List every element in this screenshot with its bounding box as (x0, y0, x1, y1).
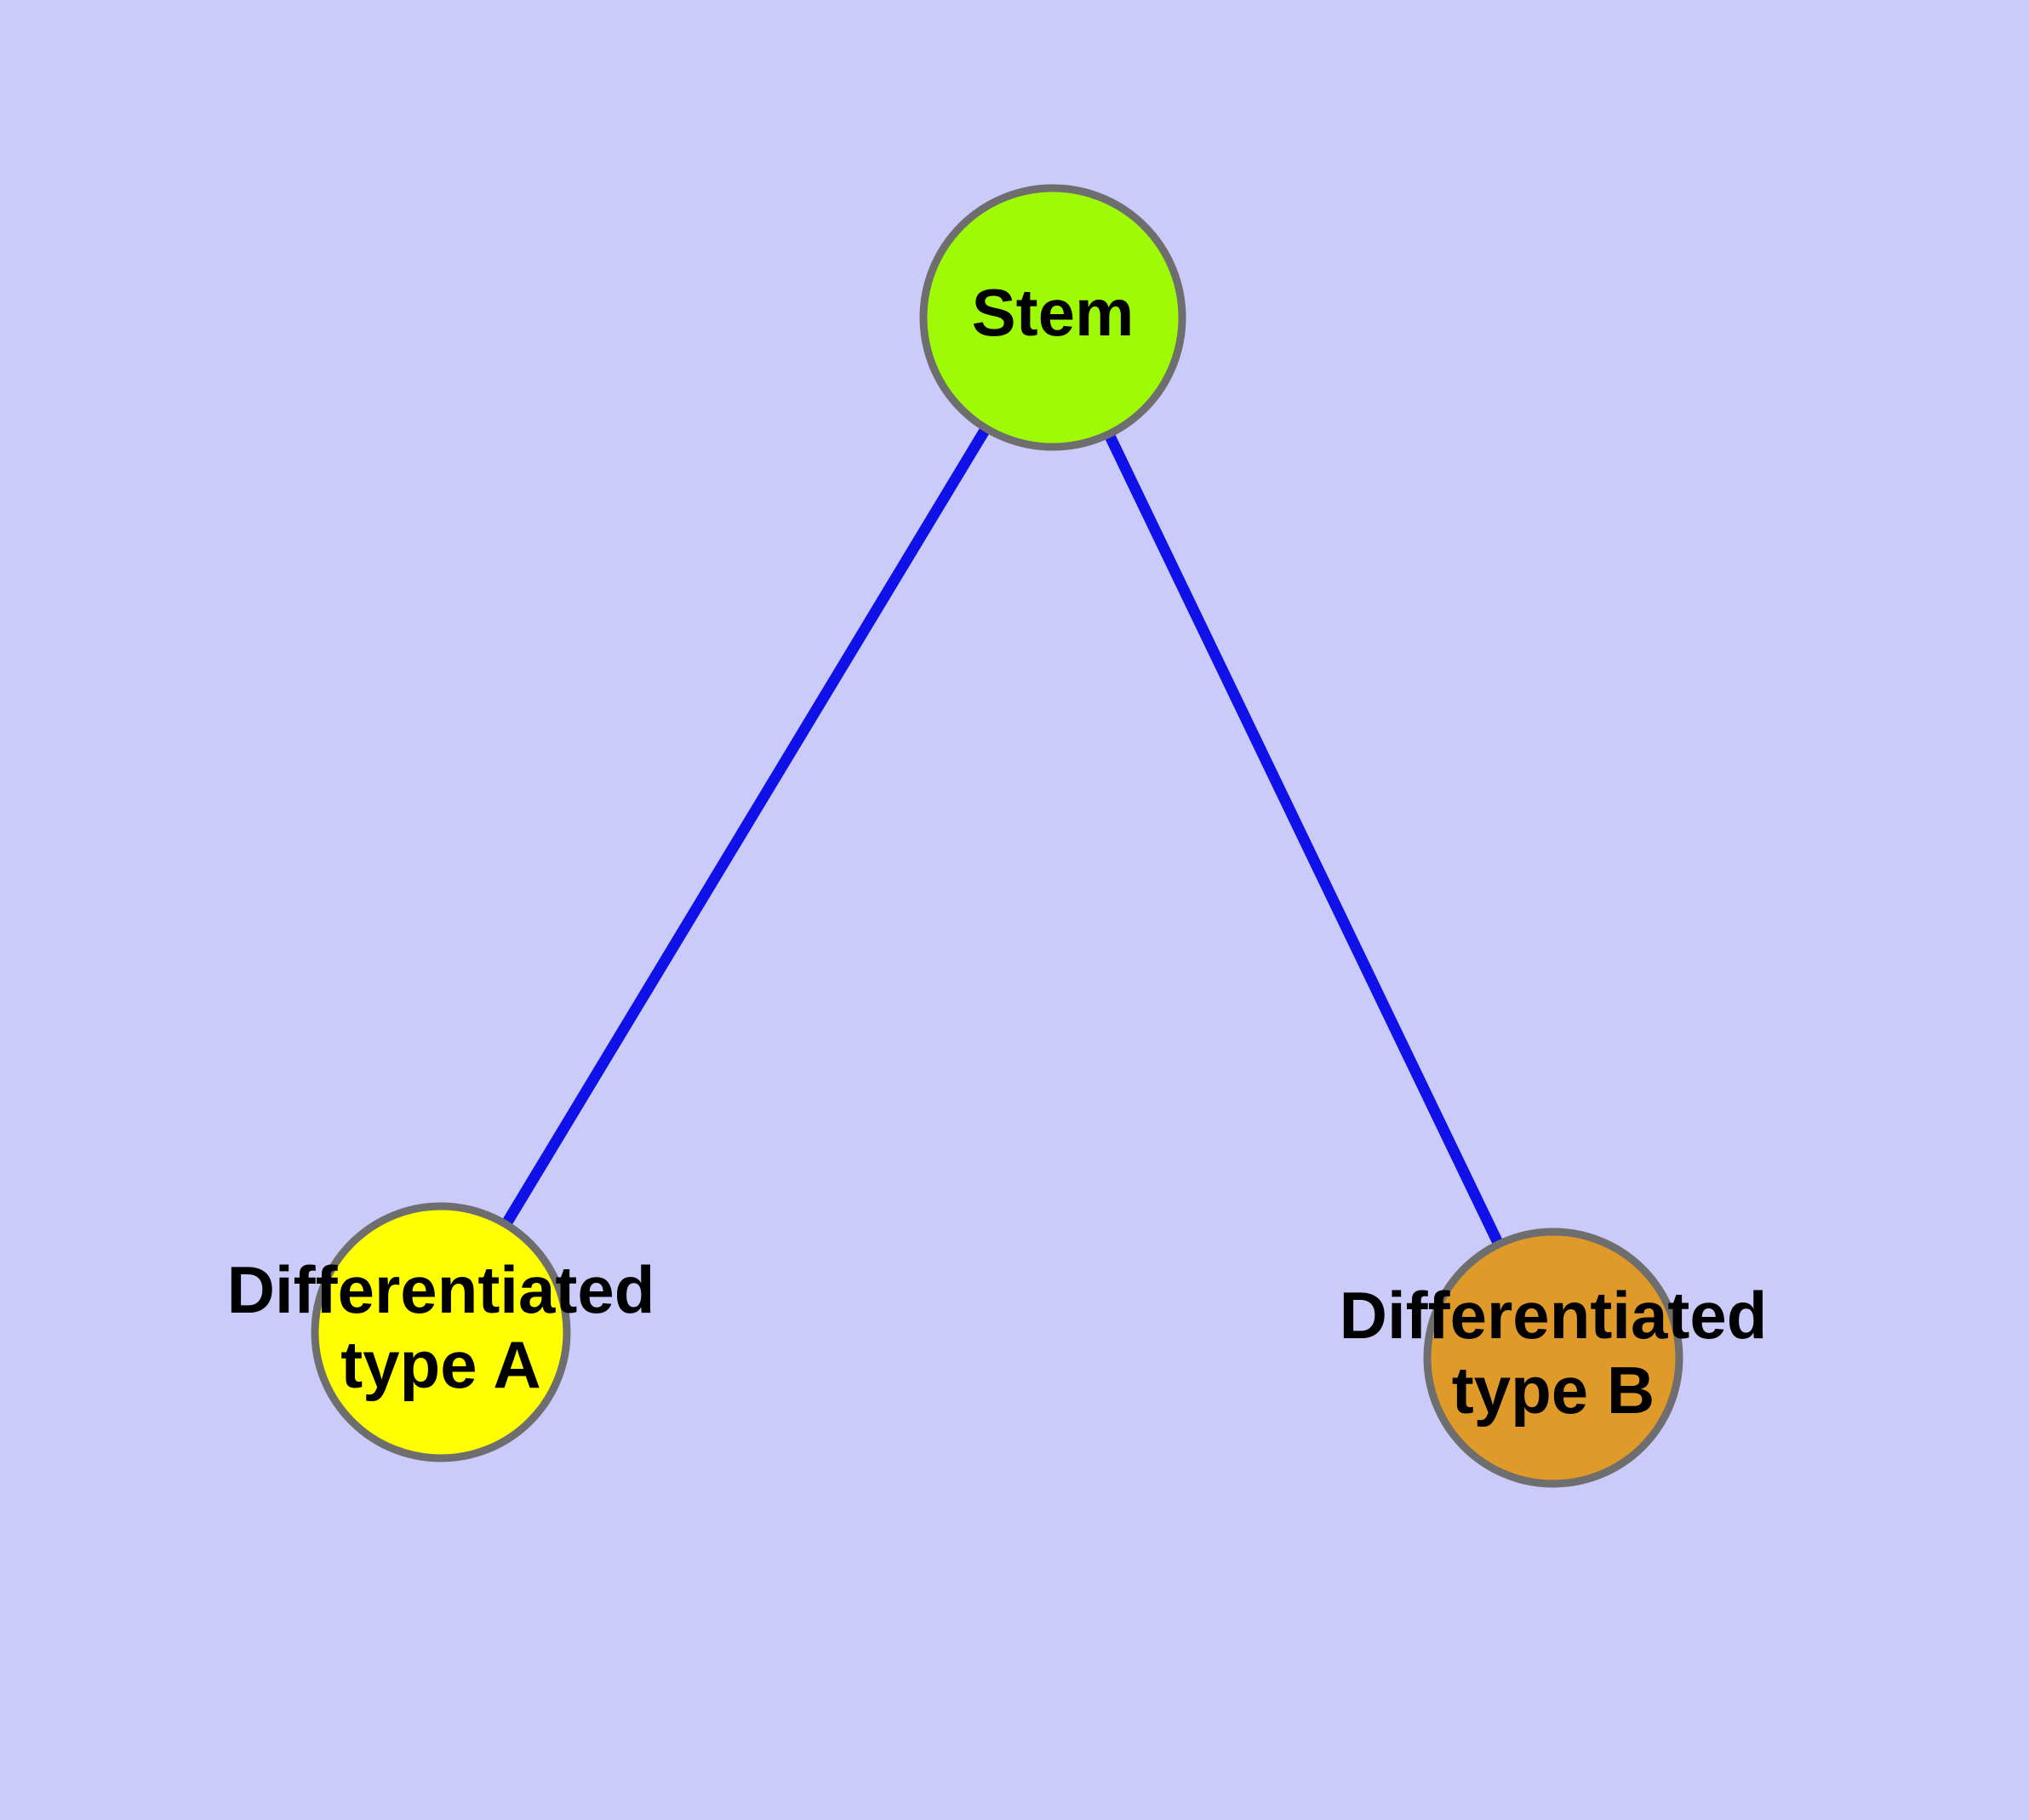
node-diff_a[interactable] (311, 1202, 571, 1462)
edge-stem-diff-b[interactable] (1048, 315, 1558, 1360)
nodes-layer (311, 184, 1683, 1488)
edge-stem-diff-a[interactable] (436, 314, 1058, 1336)
node-diff_b[interactable] (1423, 1228, 1683, 1488)
node-stem[interactable] (919, 184, 1186, 451)
edges-layer (436, 314, 1558, 1360)
